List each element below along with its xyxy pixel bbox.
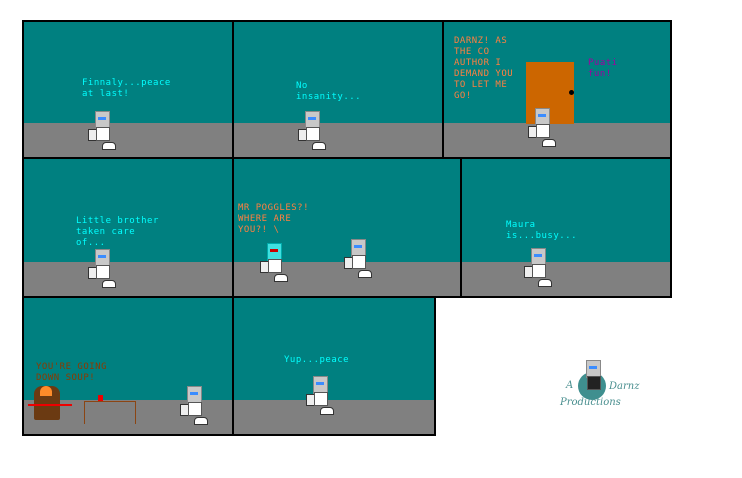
logo-robot [579, 360, 605, 398]
speech-text: MR POGGLES?! WHERE ARE YOU?! \ [238, 203, 310, 235]
comic-panel-5: MR POGGLES?! WHERE ARE YOU?! \ [232, 157, 462, 298]
robot-character [88, 111, 116, 150]
trident [28, 404, 72, 406]
floor [24, 123, 232, 157]
blue-robot-character [260, 243, 288, 282]
speech-text: YOU'RE GOING DOWN SOUP! [36, 362, 108, 383]
door [526, 62, 574, 124]
robot-character [344, 239, 372, 278]
robot-character [306, 376, 334, 415]
comic-panel-8: Yup...peace [232, 296, 436, 436]
robot-character [528, 108, 556, 147]
credit-productions: Productions [560, 397, 621, 408]
soup-can [98, 395, 103, 401]
floor [24, 262, 232, 296]
speech-text: Maura is...busy... [506, 220, 578, 241]
comic-panel-2: No insanity... [232, 20, 444, 159]
speech-text: No insanity... [296, 81, 362, 102]
reply-text: Puati fun! [588, 58, 618, 79]
floor [234, 400, 434, 434]
robot-character [524, 248, 552, 287]
comic-panel-7: YOU'RE GOING DOWN SOUP! [22, 296, 234, 436]
floor [462, 262, 670, 296]
credit-name: Darnz [609, 381, 640, 392]
comic-panel-1: Finnaly...peace at last! [22, 20, 234, 159]
speech-text: DARNZ! AS THE CO AUTHOR I DEMAND YOU TO … [454, 36, 514, 101]
villain-character [34, 386, 60, 420]
credit-a: A [566, 380, 574, 391]
comic-panel-4: Little brother taken care of... [22, 157, 234, 298]
floor [234, 123, 442, 157]
credit-logo: A Darnz Productions [560, 360, 650, 412]
robot-character [298, 111, 326, 150]
comic-panel-3: DARNZ! AS THE CO AUTHOR I DEMAND YOU TO … [442, 20, 672, 159]
speech-text: Yup...peace [284, 355, 350, 365]
speech-text: Finnaly...peace at last! [82, 78, 171, 99]
comic-panel-6: Maura is...busy... [460, 157, 672, 298]
floor [444, 123, 670, 157]
robot-character [180, 386, 208, 425]
table [84, 401, 136, 424]
door-knob [569, 90, 574, 95]
speech-text: Little brother taken care of... [76, 216, 159, 248]
robot-character [88, 249, 116, 288]
